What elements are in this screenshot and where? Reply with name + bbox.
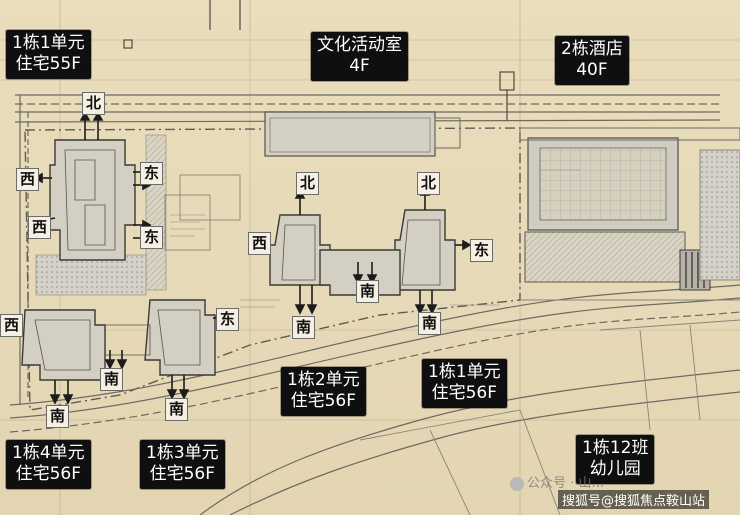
direction-south-marker: 南 — [292, 316, 315, 339]
direction-east-marker: 东 — [216, 308, 239, 331]
label-line-2: 住宅55F — [15, 54, 82, 74]
direction-west-marker: 西 — [248, 232, 271, 255]
direction-north-marker: 北 — [82, 92, 105, 115]
wechat-watermark: 公众号 · 山… — [510, 472, 604, 491]
label-line-1: 1栋4单元 — [12, 443, 85, 463]
label-building1-unit3: 1栋3单元 住宅56F — [140, 440, 225, 489]
wechat-icon — [510, 476, 524, 491]
sohu-watermark: 搜狐号@搜狐焦点鞍山站 — [558, 490, 710, 509]
label-line-1: 1栋3单元 — [146, 443, 219, 463]
direction-south-marker: 南 — [418, 312, 441, 335]
direction-south-marker: 南 — [356, 280, 379, 303]
direction-north-marker: 北 — [296, 172, 319, 195]
direction-east-marker: 东 — [140, 226, 163, 249]
label-line-1: 2栋酒店 — [561, 39, 623, 59]
direction-west-marker: 西 — [16, 168, 39, 191]
label-building1-unit1-55f: 1栋1单元 住宅55F — [6, 30, 91, 79]
label-culture-room: 文化活动室 4F — [311, 32, 408, 81]
wechat-watermark-text: 公众号 · 山… — [527, 476, 605, 491]
label-building1-unit4: 1栋4单元 住宅56F — [6, 440, 91, 489]
label-line-2: 4F — [349, 56, 370, 76]
direction-north-marker: 北 — [417, 172, 440, 195]
label-building1-unit1-56f: 1栋1单元 住宅56F — [422, 359, 507, 408]
label-line-2: 住宅56F — [149, 464, 216, 484]
label-line-1: 文化活动室 — [317, 35, 402, 55]
direction-west-marker: 西 — [28, 216, 51, 239]
label-kindergarten: 1栋12班 幼儿园 — [576, 435, 655, 484]
label-building2-hotel: 2栋酒店 40F — [555, 36, 629, 85]
label-line-2: 住宅56F — [15, 464, 82, 484]
label-building1-unit2: 1栋2单元 住宅56F — [281, 367, 366, 416]
direction-south-marker: 南 — [165, 398, 188, 421]
label-line-2: 住宅56F — [290, 391, 357, 411]
direction-south-marker: 南 — [46, 405, 69, 428]
label-line-1: 1栋12班 — [582, 438, 649, 458]
label-line-1: 1栋2单元 — [287, 370, 360, 390]
label-line-1: 1栋1单元 — [428, 362, 501, 382]
direction-west-marker: 西 — [0, 314, 23, 337]
direction-east-marker: 东 — [470, 239, 493, 262]
direction-south-marker: 南 — [100, 368, 123, 391]
direction-east-marker: 东 — [140, 162, 163, 185]
label-line-2: 住宅56F — [431, 383, 498, 403]
label-line-2: 幼儿园 — [589, 459, 641, 479]
label-line-1: 1栋1单元 — [12, 33, 85, 53]
label-line-2: 40F — [576, 60, 608, 80]
